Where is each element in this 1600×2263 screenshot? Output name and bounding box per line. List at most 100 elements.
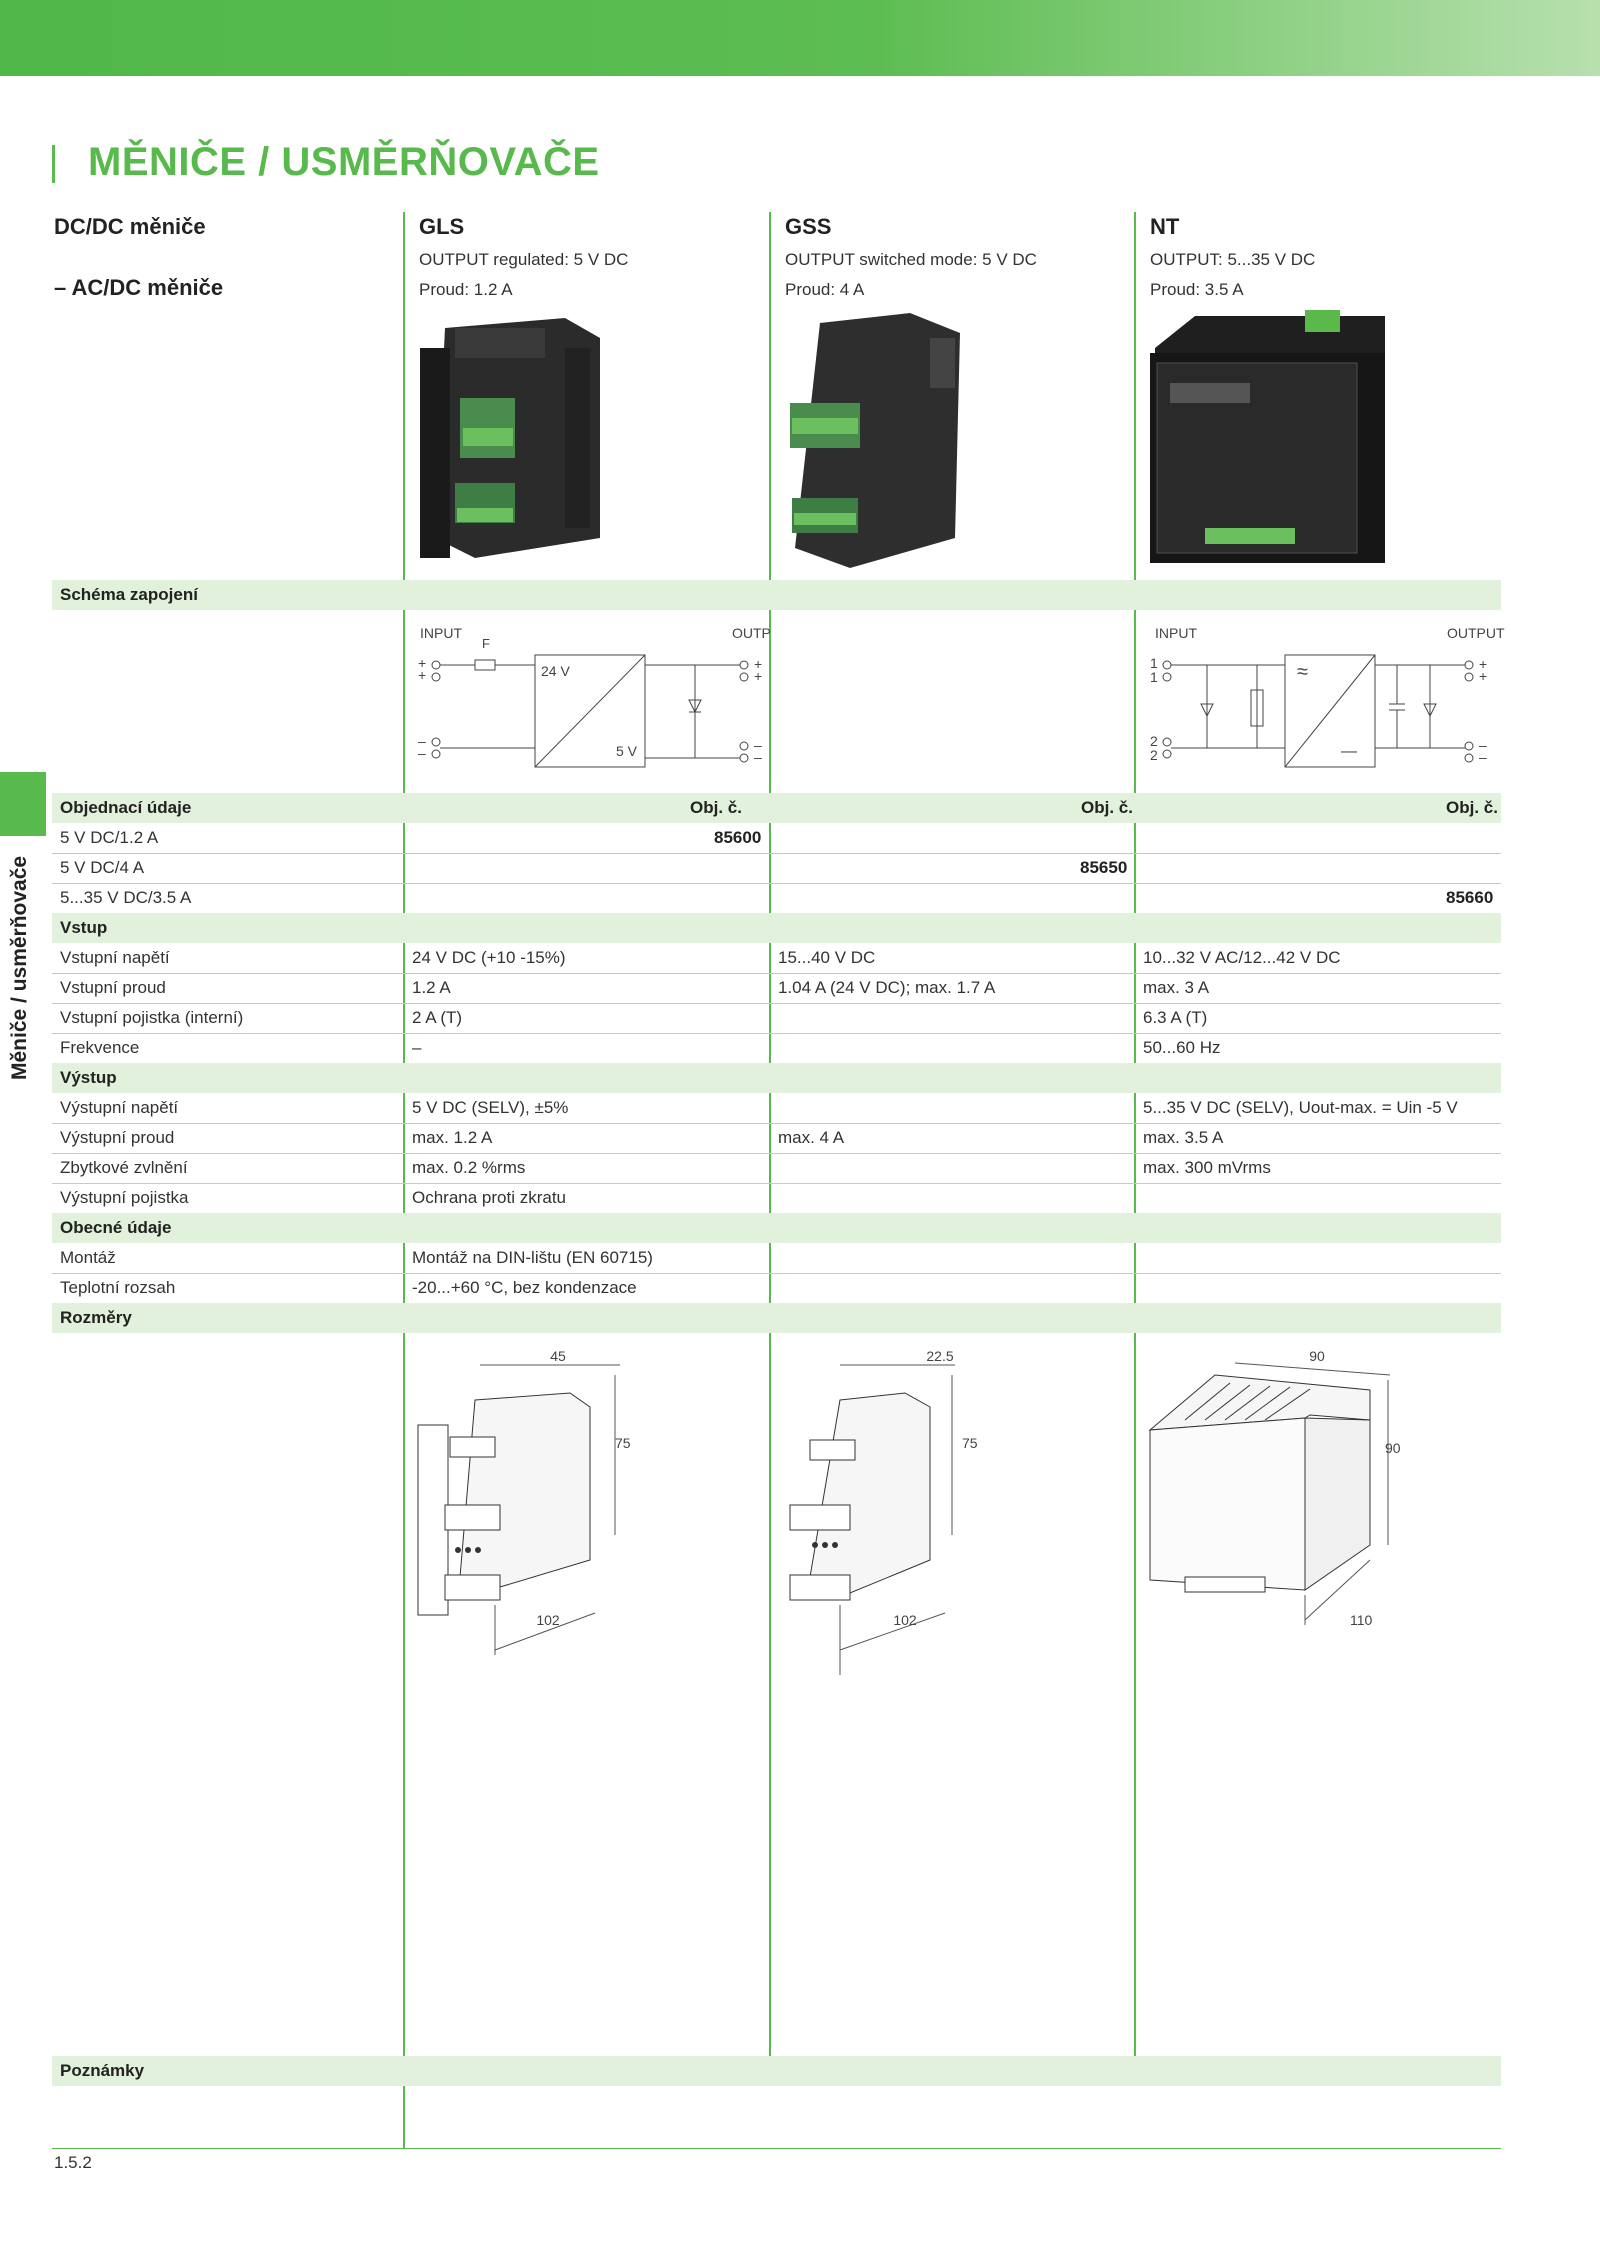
spec-value: 10...32 V AC/12...42 V DC [1143,948,1341,967]
spec-label: Vstupní napětí [60,948,170,967]
nt-product-image [1150,310,1385,563]
output-label: OUTPUT [1447,625,1505,641]
spec-value: 6.3 A (T) [1143,1008,1208,1027]
svg-text:–: – [418,745,426,761]
input-label: INPUT [420,625,462,641]
product-name: GSS [785,214,832,239]
product-output: OUTPUT switched mode: 5 V DC [785,250,1037,269]
order-col-header: Obj. č. [1081,798,1133,817]
side-tab [0,772,46,836]
spec-value: 1.2 A [412,978,451,997]
nt-dimension-drawing: 90 90 110 [1148,1348,1401,1628]
spec-value: max. 300 mVrms [1143,1158,1271,1177]
svg-text:1: 1 [1150,655,1158,671]
spec-value: max. 4 A [778,1128,845,1147]
row-divider [52,1033,1501,1034]
product-gss: GSS OUTPUT switched mode: 5 V DC Proud: … [785,214,1037,300]
section-band-notes [52,2056,1501,2086]
section-title-ordering: Objednací údaje [60,798,192,817]
spec-value: 24 V DC (+10 -15%) [412,948,566,967]
row-divider [52,883,1501,884]
section-band-input [52,913,1501,943]
svg-text:–: – [418,733,426,749]
svg-text:22.5: 22.5 [926,1348,953,1364]
spec-value: max. 3.5 A [1143,1128,1224,1147]
section-title-general: Obecné údaje [60,1218,172,1237]
spec-label: Vstupní proud [60,978,166,997]
svg-text:24 V: 24 V [541,663,570,679]
page-title: MĚNIČE / USMĚRŇOVAČE [88,140,600,184]
output-label: OUTPUT [732,625,770,641]
product-nt: NT OUTPUT: 5...35 V DC Proud: 3.5 A [1150,214,1315,300]
column-divider-1 [403,212,405,2148]
svg-text:–: – [754,749,762,765]
section-title-dimensions: Rozměry [60,1308,132,1327]
svg-text:2: 2 [1150,747,1158,763]
section-band-dimensions [52,1303,1501,1333]
spec-value: – [412,1038,422,1057]
svg-text:45: 45 [550,1348,566,1364]
gss-product-image [790,313,960,568]
spec-value: max. 0.2 %rms [412,1158,526,1177]
footer-rule [52,2148,1501,2149]
section-band-ordering [52,793,1501,823]
svg-text:–: – [1479,737,1487,753]
gls-circuit-diagram: INPUT OUTPUT F + + – – 24 V 5 V + + – – [418,625,770,768]
header-bar [0,0,1600,76]
order-col-header: Obj. č. [1446,798,1498,817]
nt-circuit-diagram: INPUT OUTPUT 1 1 2 2 ≈ — + + – – [1150,625,1505,768]
product-current: Proud: 1.2 A [419,280,513,299]
svg-text:90: 90 [1309,1348,1325,1364]
order-number: 85650 [1080,858,1128,877]
section-title-input: Vstup [60,918,108,937]
order-number: 85600 [714,828,762,847]
gls-dimension-drawing: 45 75 102 [417,1348,630,1655]
product-name: GLS [419,214,465,239]
gls-product-image [420,318,600,558]
spec-value: 1.04 A (24 V DC); max. 1.7 A [778,978,996,997]
svg-text:75: 75 [962,1435,978,1451]
product-gls: GLS OUTPUT regulated: 5 V DC Proud: 1.2 … [419,214,628,300]
column-divider-2 [769,212,771,2056]
section-band-output [52,1063,1501,1093]
spec-label: Frekvence [60,1038,140,1057]
svg-text:+: + [418,655,426,671]
order-row-label: 5...35 V DC/3.5 A [60,888,192,907]
svg-text:—: — [1341,743,1357,760]
row-divider [52,1003,1501,1004]
svg-text:2: 2 [1150,733,1158,749]
category-dcdc: DC/DC měniče [54,214,206,239]
row-divider [52,1153,1501,1154]
column-divider-3 [1134,212,1136,2056]
row-divider [52,973,1501,974]
svg-text:+: + [1479,668,1487,684]
section-band-general [52,1213,1501,1243]
input-label: INPUT [1155,625,1197,641]
svg-text:75: 75 [615,1435,630,1451]
spec-value: 5 V DC (SELV), ±5% [412,1098,569,1117]
order-col-header: Obj. č. [690,798,742,817]
svg-text:102: 102 [536,1612,560,1628]
row-divider [52,1273,1501,1274]
svg-text:1: 1 [1150,669,1158,685]
svg-text:102: 102 [893,1612,917,1628]
spec-value: 50...60 Hz [1143,1038,1221,1057]
spec-value: -20...+60 °C, bez kondenzace [412,1278,637,1297]
svg-text:+: + [754,656,762,672]
svg-text:5 V: 5 V [616,743,638,759]
svg-text:110: 110 [1350,1612,1373,1628]
product-output: OUTPUT: 5...35 V DC [1150,250,1316,269]
svg-text:≈: ≈ [1297,661,1308,683]
order-number: 85660 [1446,888,1494,907]
product-current: Proud: 4 A [785,280,865,299]
category-acdc: – AC/DC měniče [54,275,224,300]
fuse-label: F [482,636,490,651]
gss-dimension-drawing: 22.5 75 102 [789,1348,978,1675]
section-band-schema [52,580,1501,610]
spec-label: Zbytkové zvlnění [60,1158,188,1177]
spec-value: 15...40 V DC [778,948,876,967]
spec-value: max. 3 A [1143,978,1210,997]
section-title-notes: Poznámky [60,2061,145,2080]
spec-value: Montáž na DIN-lištu (EN 60715) [412,1248,653,1267]
side-label: Měniče / usměrňovače [8,855,31,1080]
